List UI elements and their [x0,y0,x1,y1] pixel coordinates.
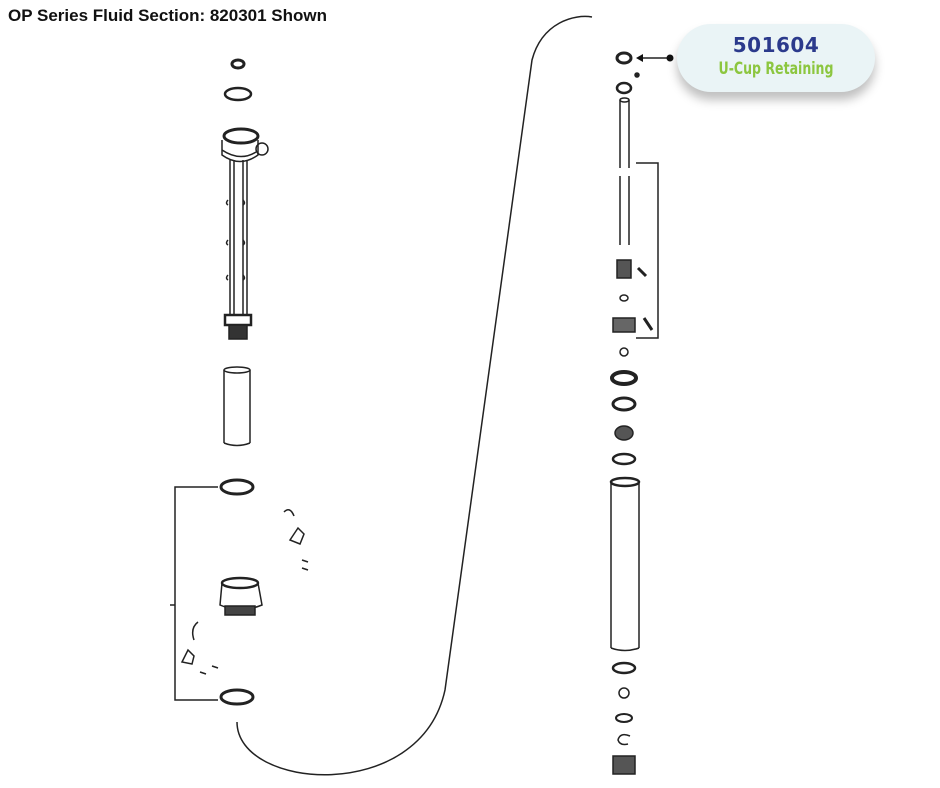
displacement-rod [619,97,630,245]
retaining-clip-upper [283,509,309,571]
retaining-ring-right [615,713,633,723]
seal-right-top [615,81,633,95]
retaining-clip-lower [180,621,219,675]
o-ring-left-bottom [219,688,255,706]
clip-right [617,733,631,746]
foot-valve-right [612,755,636,775]
foot-valve-housing [219,576,263,616]
bracket-right [636,162,659,339]
diagram-title: OP Series Fluid Section: 820301 Shown [8,6,328,25]
ball-right-lower [618,687,630,699]
outlet-manifold [221,127,269,163]
pump-cylinder [609,476,641,652]
o-ring-left-mid [219,478,255,496]
bracket-left [174,486,218,701]
pump-sleeve [223,366,251,447]
part-callout: 501604 U-Cup Retaining [677,24,875,92]
ball-right-upper [619,347,629,357]
o-ring-left-top [223,86,253,102]
top-seal-left [230,58,246,70]
callout-part-number: 501604 [732,33,820,57]
u-cup-retainer-501604 [615,51,633,65]
packing-stack [610,370,638,466]
assembly-connector-curve [236,15,593,776]
tie-rod-assembly [223,160,253,340]
callout-part-name: U-Cup Retaining [718,59,834,79]
piston-valve [612,259,654,333]
o-ring-right-bottom [611,661,637,675]
